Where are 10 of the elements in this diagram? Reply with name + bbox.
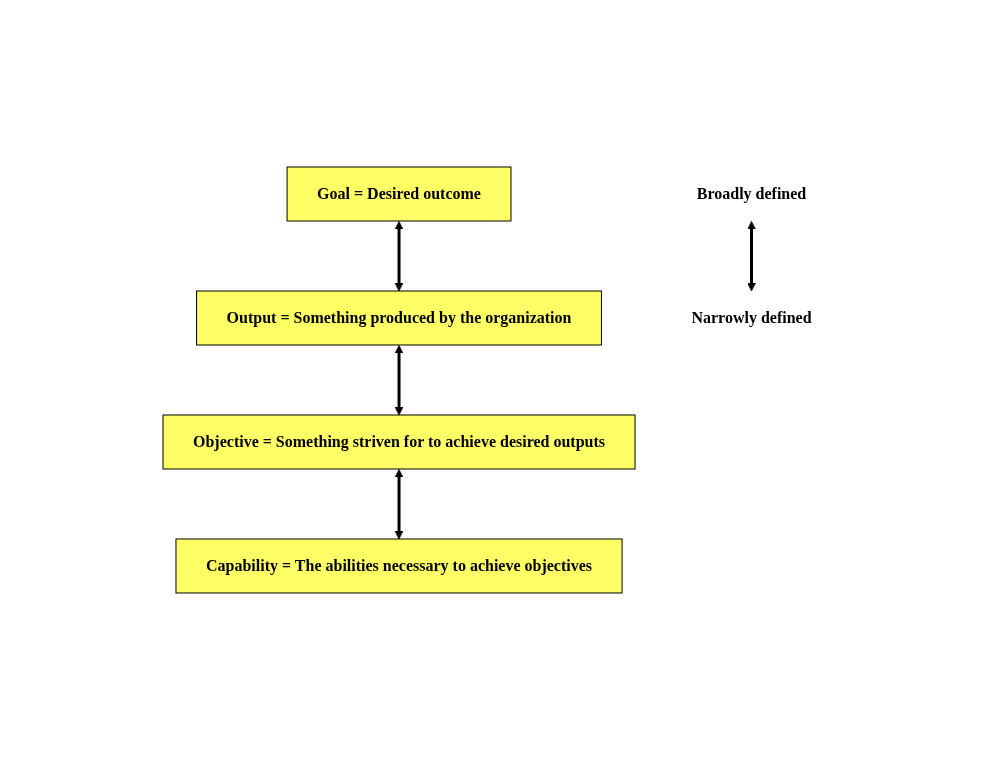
node-box: Goal = Desired outcome xyxy=(286,166,512,221)
node-box: Capability = The abilities necessary to achieve objectives xyxy=(175,538,623,593)
node-text: Narrowly defined xyxy=(691,308,812,326)
arrow xyxy=(394,344,404,415)
arrow xyxy=(394,468,404,539)
node-text: Broadly defined xyxy=(696,184,806,202)
arrow xyxy=(746,220,756,291)
node-box: Objective = Something striven for to achieve desired outputs xyxy=(162,414,636,469)
node-box: Output = Something produced by the organization xyxy=(195,290,602,345)
arrow xyxy=(394,220,404,291)
